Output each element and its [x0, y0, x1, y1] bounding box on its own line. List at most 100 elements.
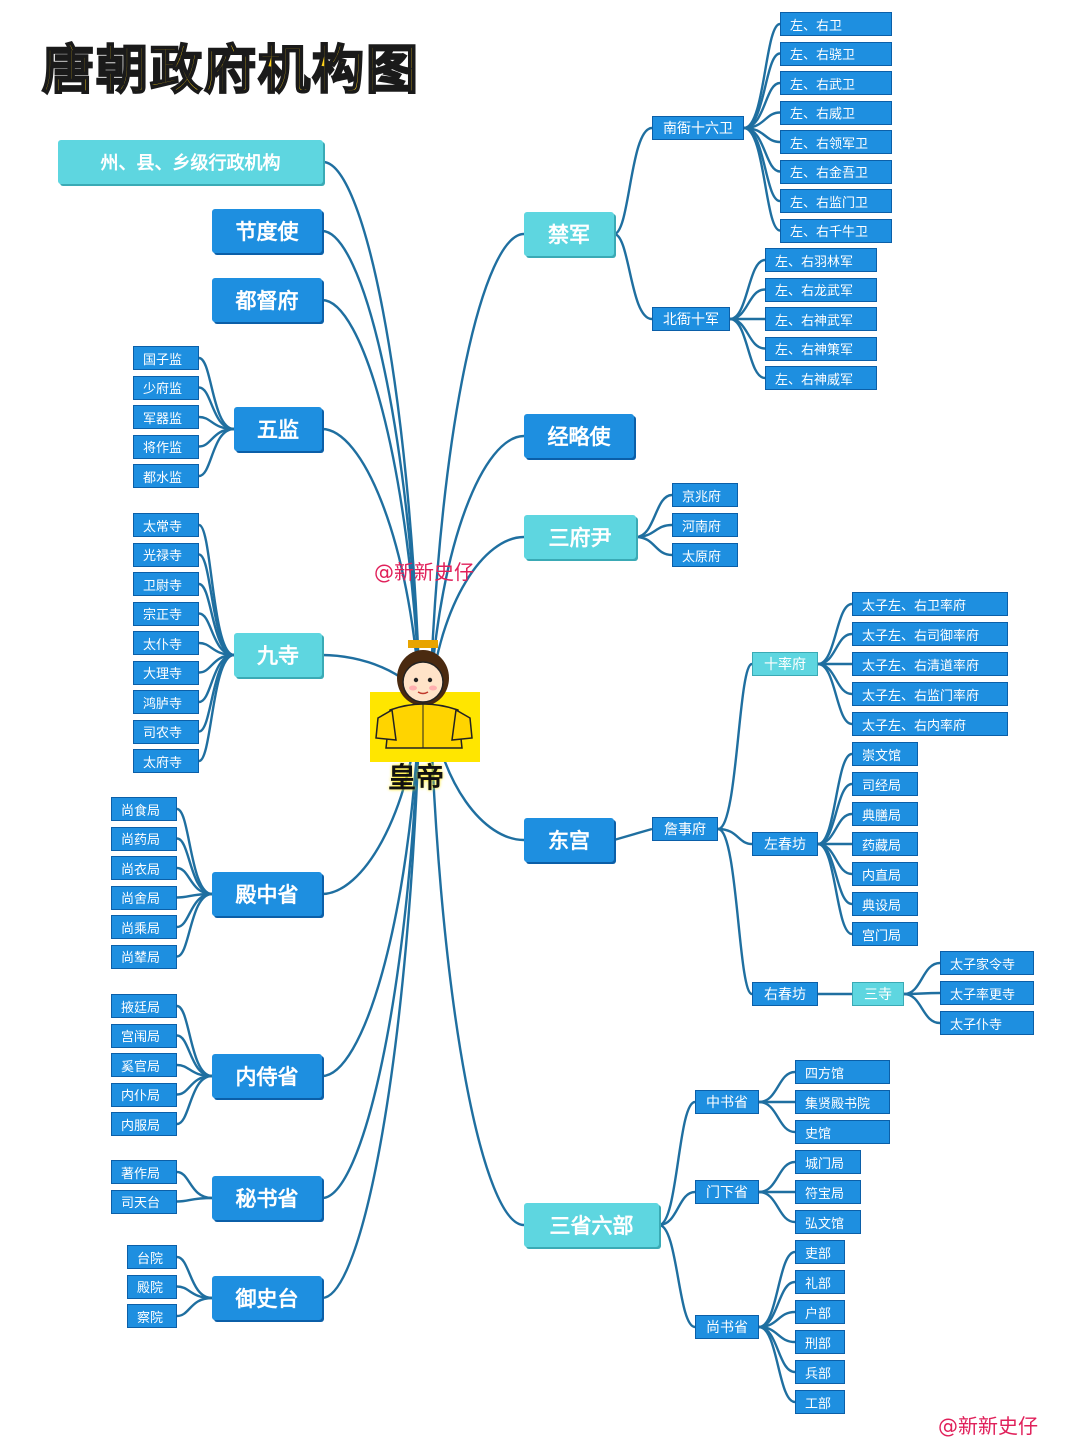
shishuaifu-item-4[interactable]: 太子左、右监门率府	[852, 682, 1008, 706]
nanya-item-5[interactable]: 左、右领军卫	[780, 130, 892, 154]
zuochunfang-item-1[interactable]: 崇文馆	[852, 742, 918, 766]
sanfu-item-2[interactable]: 河南府	[672, 513, 738, 537]
node-donggong[interactable]: 东宫	[524, 818, 614, 862]
beiya-item-3[interactable]: 左、右神武军	[765, 307, 877, 331]
wujian-item-4[interactable]: 将作监	[133, 434, 199, 459]
wujian-item-1[interactable]: 国子监	[133, 346, 199, 370]
shangshu-item-1[interactable]: 吏部	[795, 1240, 845, 1264]
node-sanfuyin[interactable]: 三府尹	[524, 515, 636, 559]
shangshu-item-2[interactable]: 礼部	[795, 1270, 845, 1294]
jiusi-item-5[interactable]: 太仆寺	[133, 631, 199, 655]
dianzhong-item-6[interactable]: 尚辇局	[111, 944, 177, 969]
zhongshu-item-2[interactable]: 集贤殿书院	[795, 1090, 890, 1114]
zuochunfang-item-7[interactable]: 宫门局	[852, 922, 918, 946]
jiusi-item-7[interactable]: 鸿胪寺	[133, 690, 199, 714]
dianzhong-item-1[interactable]: 尚食局	[111, 797, 177, 821]
neishi-item-3[interactable]: 奚官局	[111, 1053, 177, 1077]
node-shangshusheng[interactable]: 尚书省	[695, 1315, 759, 1339]
jiusi-item-4[interactable]: 宗正寺	[133, 601, 199, 626]
node-youchunfang[interactable]: 右春坊	[752, 982, 818, 1006]
sansi-item-3[interactable]: 太子仆寺	[940, 1011, 1034, 1035]
beiya-item-4[interactable]: 左、右神策军	[765, 336, 877, 361]
neishi-item-1[interactable]: 掖廷局	[111, 994, 177, 1018]
dianzhong-item-4[interactable]: 尚舍局	[111, 885, 177, 910]
nanya-item-7[interactable]: 左、右监门卫	[780, 189, 892, 213]
menxia-item-2[interactable]: 符宝局	[795, 1180, 861, 1204]
node-jingluehi[interactable]: 经略使	[524, 414, 634, 458]
jiusi-item-1[interactable]: 太常寺	[133, 513, 199, 537]
menxia-item-3[interactable]: 弘文馆	[795, 1210, 861, 1234]
shangshu-item-3[interactable]: 户部	[795, 1300, 845, 1324]
node-nanya-shiliuwei[interactable]: 南衙十六卫	[652, 116, 744, 140]
zuochunfang-item-6[interactable]: 典设局	[852, 892, 918, 916]
yushi-item-2[interactable]: 殿院	[127, 1274, 177, 1299]
node-wujian[interactable]: 五监	[234, 407, 322, 451]
node-sansheng-liubu[interactable]: 三省六部	[524, 1203, 659, 1247]
sansi-item-1[interactable]: 太子家令寺	[940, 951, 1034, 975]
sanfu-item-3[interactable]: 太原府	[672, 543, 738, 567]
shangshu-item-4[interactable]: 刑部	[795, 1330, 845, 1354]
node-jiedushi[interactable]: 节度使	[212, 209, 322, 253]
node-yushitai[interactable]: 御史台	[212, 1276, 322, 1320]
node-sansi[interactable]: 三寺	[852, 982, 904, 1006]
sanfu-item-1[interactable]: 京兆府	[672, 483, 738, 507]
shishuaifu-item-1[interactable]: 太子左、右卫率府	[852, 592, 1008, 616]
zhongshu-item-3[interactable]: 史馆	[795, 1120, 890, 1144]
nanya-item-4[interactable]: 左、右威卫	[780, 100, 892, 125]
nanya-item-2[interactable]: 左、右骁卫	[780, 41, 892, 66]
jiusi-item-9[interactable]: 太府寺	[133, 749, 199, 773]
node-zhanshifu[interactable]: 詹事府	[652, 817, 718, 841]
shangshu-item-5[interactable]: 兵部	[795, 1360, 845, 1384]
dianzhong-item-2[interactable]: 尚药局	[111, 826, 177, 851]
nanya-item-3[interactable]: 左、右武卫	[780, 71, 892, 95]
mishu-item-2[interactable]: 司天台	[111, 1189, 177, 1214]
beiya-item-1[interactable]: 左、右羽林军	[765, 248, 877, 272]
wujian-item-3[interactable]: 军器监	[133, 405, 199, 429]
node-neishisheng[interactable]: 内侍省	[212, 1054, 322, 1098]
node-beiya-shijun[interactable]: 北衙十军	[652, 307, 730, 331]
sansi-item-2[interactable]: 太子率更寺	[940, 981, 1034, 1005]
node-zhongshusheng[interactable]: 中书省	[695, 1090, 759, 1114]
shishuaifu-item-3[interactable]: 太子左、右清道率府	[852, 652, 1008, 676]
node-dianzhongsheng[interactable]: 殿中省	[212, 872, 322, 916]
dianzhong-item-5[interactable]: 尚乘局	[111, 915, 177, 939]
jiusi-item-3[interactable]: 卫尉寺	[133, 572, 199, 596]
shangshu-item-6[interactable]: 工部	[795, 1390, 845, 1414]
zuochunfang-item-4[interactable]: 药藏局	[852, 832, 918, 856]
beiya-item-5[interactable]: 左、右神威军	[765, 366, 877, 390]
yushi-item-1[interactable]: 台院	[127, 1245, 177, 1269]
mishu-item-1[interactable]: 著作局	[111, 1160, 177, 1184]
node-zuochunfang[interactable]: 左春坊	[752, 832, 818, 856]
menxia-item-1[interactable]: 城门局	[795, 1150, 861, 1174]
neishi-item-4[interactable]: 内仆局	[111, 1082, 177, 1107]
node-menxiasheng[interactable]: 门下省	[695, 1180, 759, 1204]
watermark-corner: @新新史仔	[938, 1414, 1038, 1438]
node-shishuaifu[interactable]: 十率府	[752, 652, 818, 676]
zhongshu-item-1[interactable]: 四方馆	[795, 1060, 890, 1084]
jiusi-item-2[interactable]: 光禄寺	[133, 542, 199, 567]
wujian-item-5[interactable]: 都水监	[133, 464, 199, 488]
jiusi-item-6[interactable]: 大理寺	[133, 660, 199, 685]
neishi-item-5[interactable]: 内服局	[111, 1112, 177, 1136]
nanya-item-8[interactable]: 左、右千牛卫	[780, 218, 892, 243]
node-zhou-xian-xiang[interactable]: 州、县、乡级行政机构	[58, 140, 323, 184]
dianzhong-item-3[interactable]: 尚衣局	[111, 856, 177, 880]
jiusi-item-8[interactable]: 司农寺	[133, 719, 199, 744]
node-jiusi[interactable]: 九寺	[234, 633, 322, 677]
neishi-item-2[interactable]: 宫闱局	[111, 1023, 177, 1048]
shishuaifu-item-5[interactable]: 太子左、右内率府	[852, 712, 1008, 736]
nanya-item-1[interactable]: 左、右卫	[780, 12, 892, 36]
nanya-item-6[interactable]: 左、右金吾卫	[780, 159, 892, 184]
beiya-item-2[interactable]: 左、右龙武军	[765, 277, 877, 302]
shishuaifu-item-2[interactable]: 太子左、右司御率府	[852, 622, 1008, 646]
node-mishusheng[interactable]: 秘书省	[212, 1176, 322, 1220]
dianzhong-link-3	[176, 866, 213, 896]
node-jinjun[interactable]: 禁军	[524, 212, 614, 256]
yushi-item-3[interactable]: 察院	[127, 1304, 177, 1328]
wujian-item-2[interactable]: 少府监	[133, 375, 199, 400]
zuochunfang-item-5[interactable]: 内直局	[852, 862, 918, 886]
zuochunfang-item-3[interactable]: 典膳局	[852, 802, 918, 826]
zuochunfang-item-2[interactable]: 司经局	[852, 772, 918, 796]
node-duhufu[interactable]: 都督府	[212, 278, 322, 322]
